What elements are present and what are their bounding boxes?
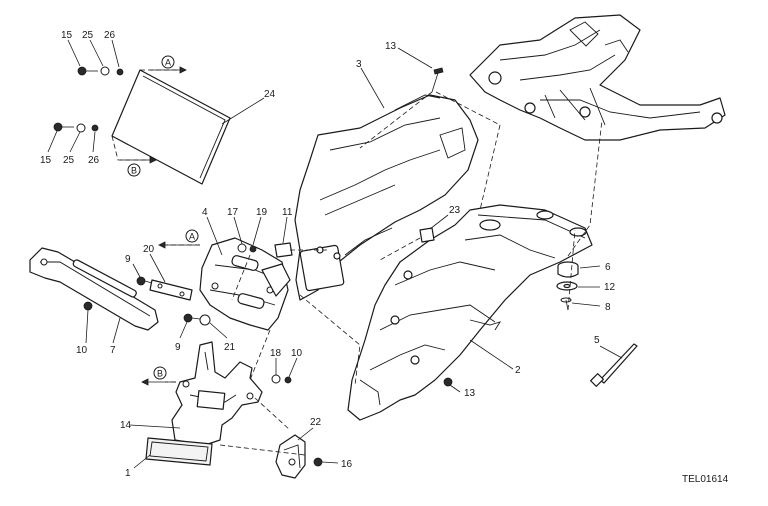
- side-bracket-part-7: [29, 247, 159, 331]
- callout-3: 3: [356, 59, 362, 70]
- callout-7: 7: [110, 345, 116, 356]
- callout-24: 24: [264, 89, 276, 100]
- callout-leaders: [47, 39, 623, 469]
- cable-tie-part-5: [590, 343, 638, 387]
- callout-19: 19: [256, 207, 268, 218]
- bracket-part-22: [275, 434, 306, 479]
- bracket-part-4: [199, 237, 291, 331]
- callout-20: 20: [143, 244, 155, 255]
- callout-12: 12: [604, 282, 616, 293]
- callout-22: 22: [310, 417, 322, 428]
- callout-2: 2: [515, 365, 521, 376]
- callout-9-upper: 9: [125, 254, 131, 265]
- callout-8: 8: [605, 302, 611, 313]
- callout-21: 21: [224, 342, 236, 353]
- callout-11: 11: [282, 207, 293, 218]
- rubber-bush-part-6: [557, 261, 579, 278]
- callout-26-top: 26: [104, 30, 116, 41]
- callout-9-lower: 9: [175, 342, 181, 353]
- plate-part-11: [274, 242, 293, 258]
- callout-17: 17: [227, 207, 239, 218]
- ref-a-top: A: [165, 58, 171, 68]
- callout-15-bottom: 15: [40, 155, 52, 166]
- callout-labels: 15 25 26 15 25 26 24 3 13 13 2 6 12 8 5 …: [40, 30, 616, 479]
- callout-15-top: 15: [61, 30, 73, 41]
- callout-18: 18: [270, 348, 282, 359]
- reflector-part-1: [145, 437, 213, 466]
- ref-b-bottom: B: [157, 369, 163, 379]
- callout-13-top: 13: [385, 41, 397, 52]
- callout-25-top: 25: [82, 30, 94, 41]
- ref-b-top: B: [131, 166, 137, 176]
- callout-5: 5: [594, 335, 600, 346]
- inner-mudguard-part-2: [347, 204, 593, 421]
- callout-4: 4: [202, 207, 208, 218]
- rear-subframe: [469, 14, 726, 141]
- drawing-code: TEL01614: [682, 474, 729, 485]
- reference-marks: A B A B: [120, 55, 200, 386]
- plate-holder-part-14: [171, 341, 263, 446]
- clip-part-23: [419, 227, 435, 243]
- panel-part-24: [111, 69, 231, 185]
- callout-14: 14: [120, 420, 132, 431]
- washer-part-12: [556, 281, 578, 291]
- callout-6: 6: [605, 262, 611, 273]
- callout-10-left: 10: [76, 345, 88, 356]
- callout-1: 1: [125, 468, 131, 479]
- callout-13-bottom: 13: [464, 388, 476, 399]
- callout-25-bottom: 25: [63, 155, 75, 166]
- ref-a-bottom: A: [189, 232, 195, 242]
- callout-10-right: 10: [291, 348, 303, 359]
- bracket-part-20: [149, 279, 193, 301]
- callout-26-bottom: 26: [88, 155, 100, 166]
- fasteners: [53, 66, 453, 467]
- screw-part-8: [560, 297, 572, 311]
- callout-23: 23: [449, 205, 461, 216]
- callout-16: 16: [341, 459, 353, 470]
